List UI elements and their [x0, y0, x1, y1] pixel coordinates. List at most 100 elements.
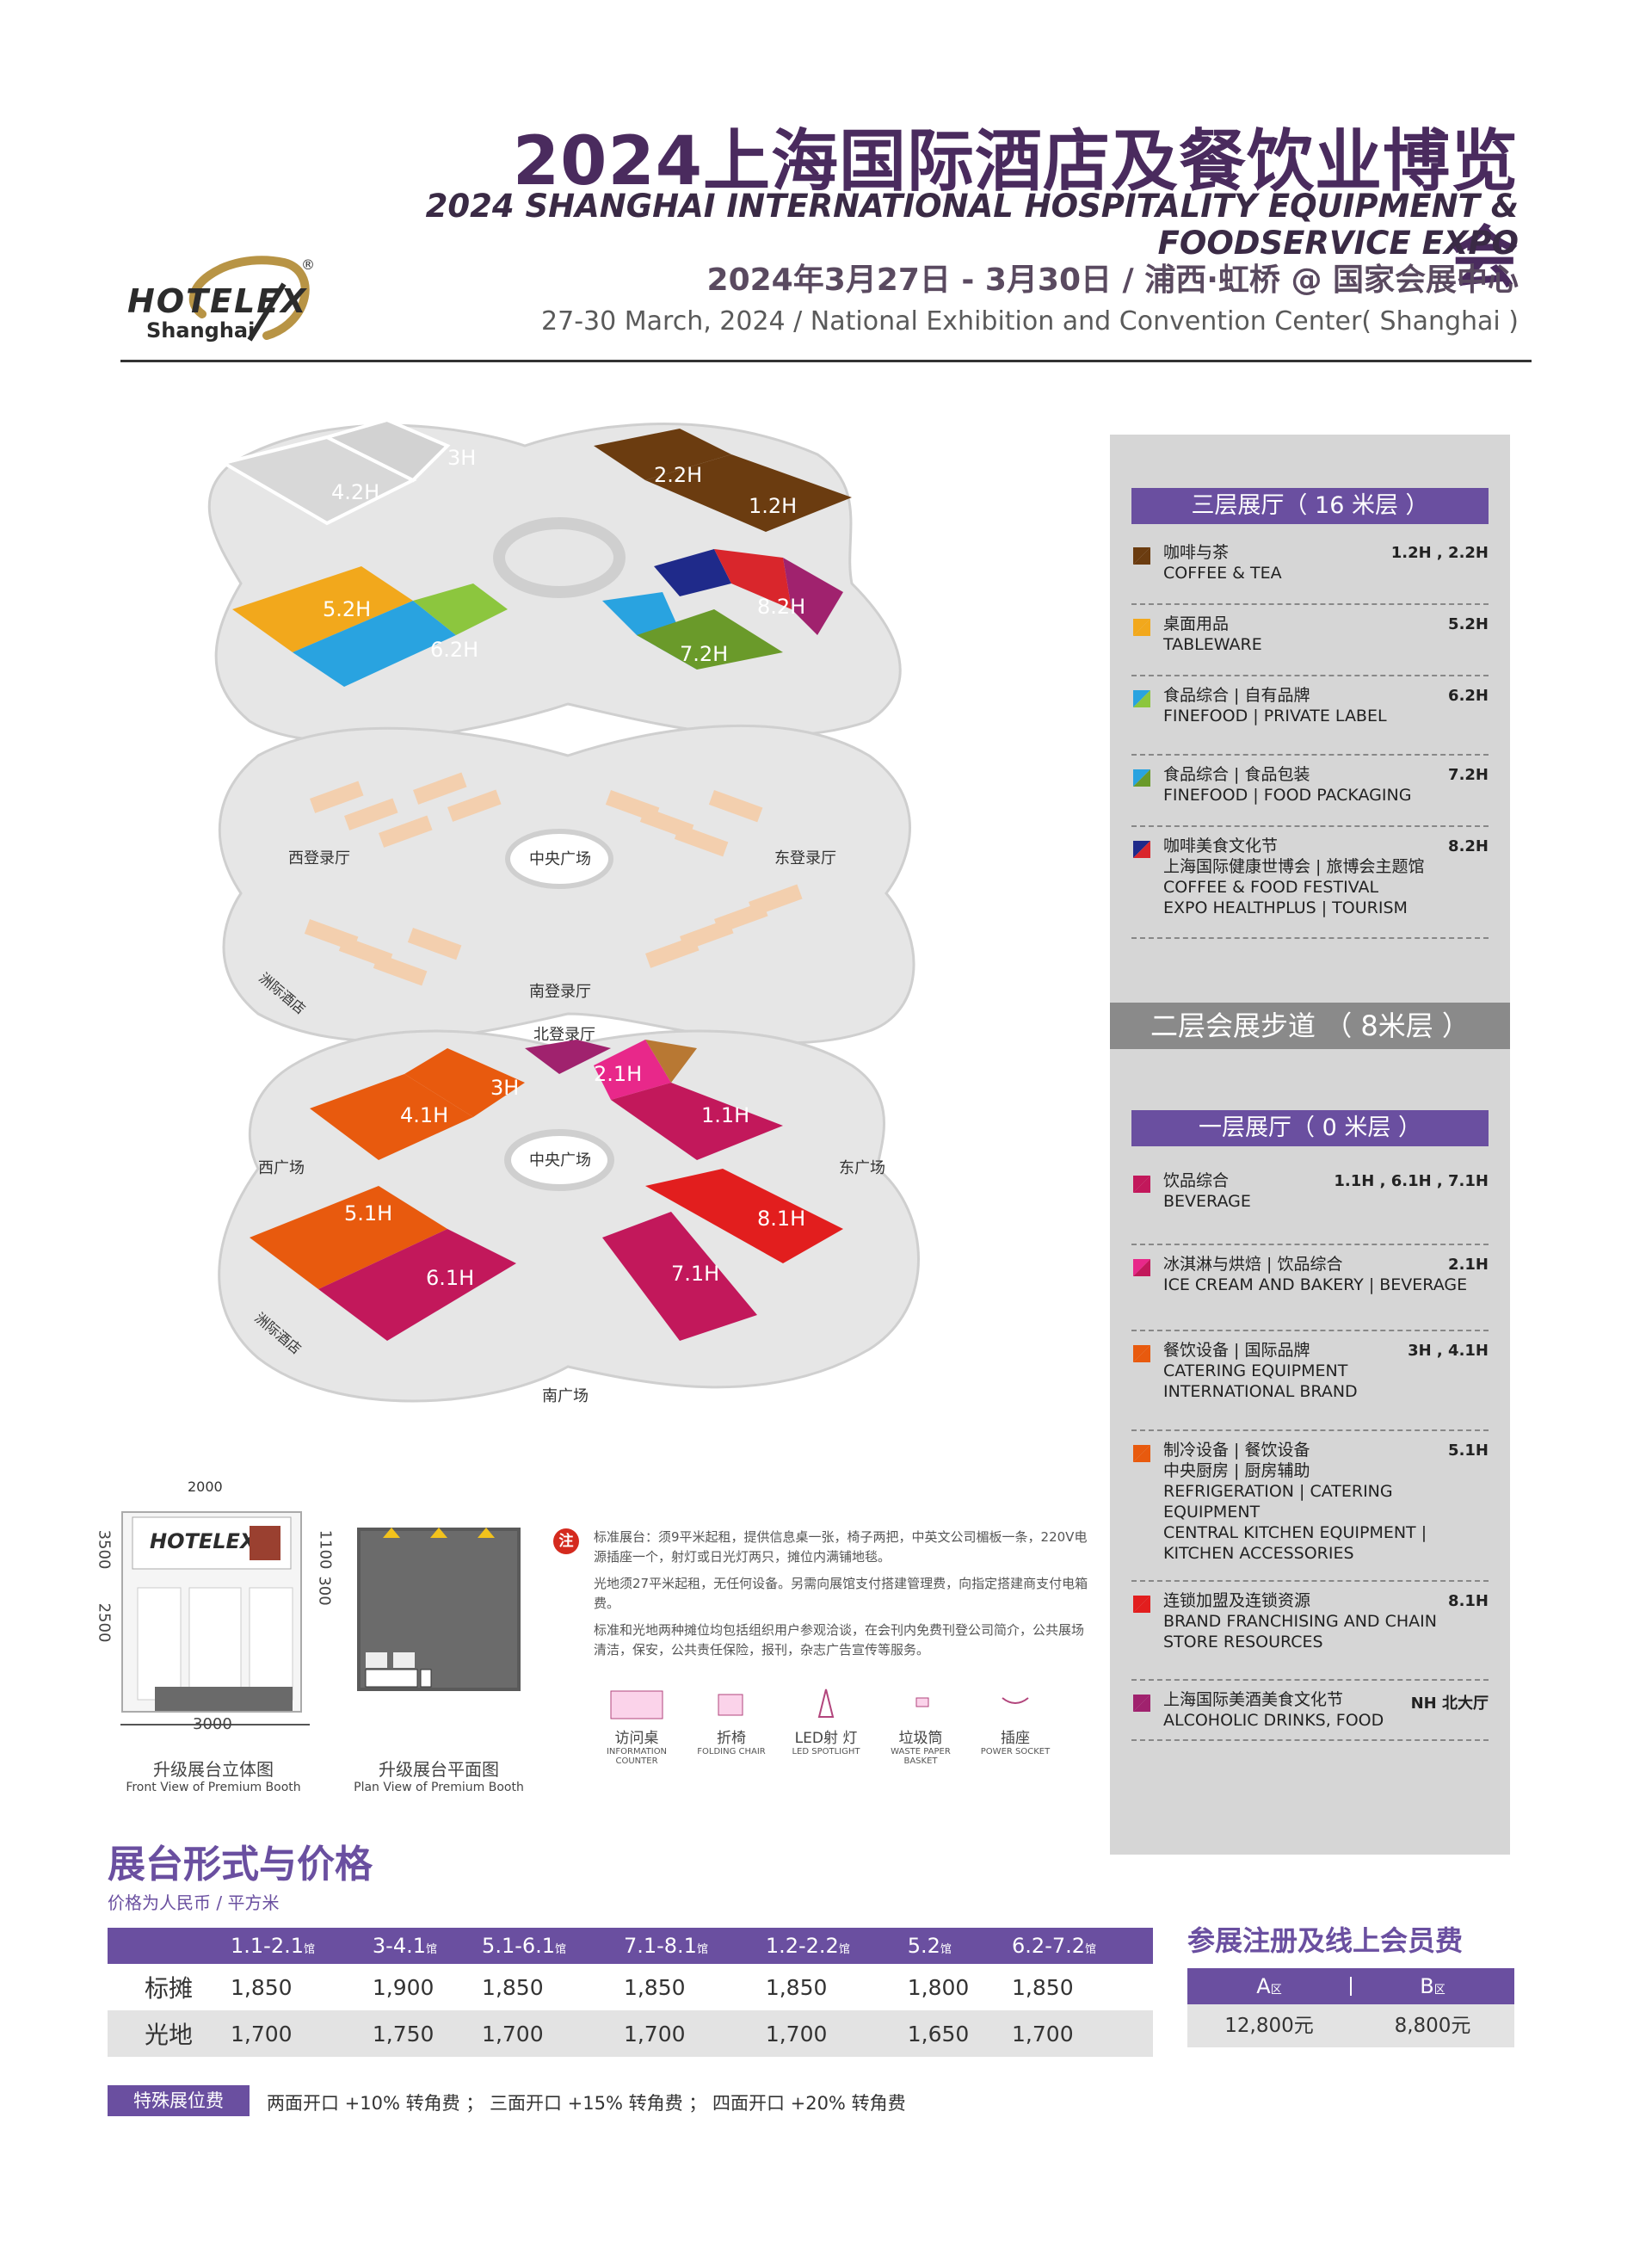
event-date-cn: 2024年3月27日 - 3月30日 / 浦西·虹桥 @ 国家会展中心 [706, 262, 1519, 298]
hall-label-upper: 6.2H [430, 638, 478, 662]
category-name-cn: 食品综合 | 自有品牌 [1163, 686, 1310, 705]
row-label: 标摊 [144, 1974, 193, 2003]
registration-header: A区 B区 [1187, 1968, 1514, 2004]
category-halls: 6.2H [1448, 687, 1489, 705]
category-halls: 5.2H [1448, 615, 1489, 633]
price-cell: 1,650 [906, 2010, 1012, 2057]
logo-swoosh-icon [188, 256, 310, 342]
plan-view-caption-cn: 升级展台平面图 [379, 1759, 499, 1780]
hall-shape-8.2H-navy [654, 549, 731, 596]
plan-view-caption-en: Plan View of Premium Booth [354, 1781, 524, 1794]
category-name-en: FINEFOOD | FOOD PACKAGING [1163, 786, 1412, 805]
dashed-divider [1131, 675, 1489, 676]
place-central-plaza-lower: 中央广场 [529, 1151, 591, 1170]
waste-basket-icon [915, 1697, 929, 1707]
price-cell: 1,850 [1012, 1974, 1074, 2000]
zone-b-header: B区 [1420, 1974, 1446, 1998]
booth-dim-bottom: 3000 [193, 1715, 232, 1733]
category-swatch-icon [1133, 1259, 1150, 1276]
dashed-divider [1131, 825, 1489, 827]
legend-label: 插座 [1001, 1730, 1030, 1747]
hall-label-upper: 2.2H [654, 463, 702, 487]
hall-shape-2.2H [594, 429, 731, 480]
category-swatch-icon [1133, 547, 1150, 565]
front-view-caption: 升级展台立体图 Front View of Premium Booth [102, 1756, 325, 1794]
category-entry: 餐饮设备 | 国际品牌 CATERING EQUIPMENT INTERNATI… [1131, 1340, 1489, 1440]
legend-label: 垃圾筒 [898, 1730, 943, 1747]
category-text: 咖啡与茶 COFFEE & TEA [1163, 542, 1282, 583]
place-south-reg: 南登录厅 [529, 983, 591, 1001]
booth-dim-left: 3500 [95, 1529, 114, 1570]
category-name-en: BEVERAGE [1163, 1192, 1251, 1211]
category-swatch-icon [1133, 619, 1150, 636]
price-cell: 1,850 [765, 1974, 828, 2000]
note-raw-space: 光地须27平米起租，无任何设备。另需向展馆支付搭建管理费，向指定搭建商支付电箱费… [594, 1576, 1088, 1611]
legend-label-en: WASTE PAPER BASKET [891, 1747, 951, 1766]
price-cell: 1,850 [623, 1974, 686, 2000]
note-services: 标准和光地两种摊位均包括组织用户参观洽谈，在会刊内免费刊登公司简介，公共展场清洁… [594, 1622, 1085, 1658]
registered-mark: ® [301, 256, 315, 273]
category-text: 上海国际美酒美食文化节 ALCOHOLIC DRINKS, FOOD [1163, 1689, 1384, 1731]
svg-text:HOTELEX: HOTELEX [150, 1529, 257, 1553]
category-name-cn: 咖啡美食文化节 上海国际健康世博会 | 旅博会主题馆 [1163, 837, 1425, 876]
dashed-divider [1131, 1739, 1489, 1741]
hall-shape-6.2H-green [413, 583, 508, 635]
price-header-row: 1.1-2.1馆 3-4.1馆 5.1-6.1馆 7.1-8.1馆 1.2-2.… [108, 1928, 1153, 1964]
category-halls: 5.1H [1448, 1442, 1489, 1460]
event-date-en: 27-30 March, 2024 / National Exhibition … [541, 306, 1519, 336]
category-text: 咖啡美食文化节 上海国际健康世博会 | 旅博会主题馆 COFFEE & FOOD… [1163, 836, 1424, 918]
hall-shape-8.2H-purple [783, 558, 843, 635]
zone-a-header: A区 [1256, 1974, 1282, 1998]
hall-label-upper: 3H [447, 446, 476, 470]
category-name-cn: 桌面用品 [1163, 614, 1230, 633]
hall-label-lower: 1.1H [701, 1103, 749, 1127]
category-name-cn: 冰淇淋与烘焙 | 饮品综合 [1163, 1255, 1343, 1274]
registration-values: 12,800元 8,800元 [1187, 2004, 1514, 2047]
hall-label-upper: 1.2H [749, 494, 797, 518]
zone-b-fee: 8,800元 [1394, 2015, 1471, 2037]
venue-map: 3H 4.2H 2.2H 1.2H 5.2H 6.2H 7.2H 8.2H [163, 411, 981, 1461]
category-swatch-icon [1133, 1176, 1150, 1193]
place-south-plaza: 南广场 [542, 1387, 589, 1405]
category-swatch-icon [1133, 1345, 1150, 1362]
row-label: 光地 [108, 2010, 230, 2057]
price-cell: 1,800 [907, 1974, 970, 2000]
dashed-divider [1131, 1244, 1489, 1245]
level2-band: 二层会展步道 （ 8米层 ） [1110, 1003, 1510, 1049]
category-text: 桌面用品 TABLEWARE [1163, 614, 1262, 655]
hall-label-lower: 2.1H [594, 1062, 642, 1086]
hall-label-upper: 8.2H [757, 595, 805, 619]
category-halls: 2.1H [1448, 1256, 1489, 1274]
category-name-en: FINEFOOD | PRIVATE LABEL [1163, 707, 1387, 725]
category-text: 食品综合 | 自有品牌 FINEFOOD | PRIVATE LABEL [1163, 685, 1387, 726]
header-divider [120, 360, 1532, 362]
category-entry: 食品综合 | 自有品牌 FINEFOOD | PRIVATE LABEL 6.2H [1131, 685, 1489, 764]
hall-shape-north-lobby [525, 1040, 611, 1074]
plan-view-caption: 升级展台平面图 Plan View of Premium Booth [327, 1756, 551, 1794]
booth-plan-view [357, 1528, 521, 1691]
category-name-en: COFFEE & FOOD FESTIVAL EXPO HEALTHPLUS |… [1163, 878, 1408, 917]
price-cell: 1,850 [231, 1974, 293, 2000]
price-cell: 1,700 [622, 2010, 765, 2057]
dashed-divider [1131, 603, 1489, 605]
info-counter-icon [610, 1690, 663, 1719]
hall-shape-5.1H [250, 1186, 447, 1289]
legend-label-en: FOLDING CHAIR [697, 1747, 766, 1756]
dashed-divider [1131, 1580, 1489, 1582]
price-header-blank [108, 1928, 230, 1964]
category-name-en: ALCOHOLIC DRINKS, FOOD [1163, 1711, 1384, 1730]
header-divider [1350, 1977, 1352, 1996]
category-text: 制冷设备 | 餐饮设备 中央厨房 | 厨房辅助 REFRIGERATION | … [1163, 1440, 1489, 1564]
dashed-divider [1131, 1429, 1489, 1431]
hall-label-lower: 4.1H [400, 1103, 448, 1127]
legend-label: 访问桌 [614, 1730, 659, 1747]
legend-label-en: INFORMATION COUNTER [606, 1747, 668, 1766]
special-booth-fees: 两面开口 +10% 转角费 ； 三面开口 +15% 转角费 ； 四面开口 +20… [267, 2093, 906, 2114]
dashed-divider [1131, 754, 1489, 756]
legend-label: 折椅 [717, 1730, 746, 1747]
special-booth-badge: 特殊展位费 [108, 2085, 250, 2116]
note-standard-booth: 标准展台：须9平米起租，提供信息桌一张，椅子两把，中英文公司楣板一条，220V电… [594, 1529, 1088, 1565]
note-badge: 注 [553, 1528, 579, 1554]
